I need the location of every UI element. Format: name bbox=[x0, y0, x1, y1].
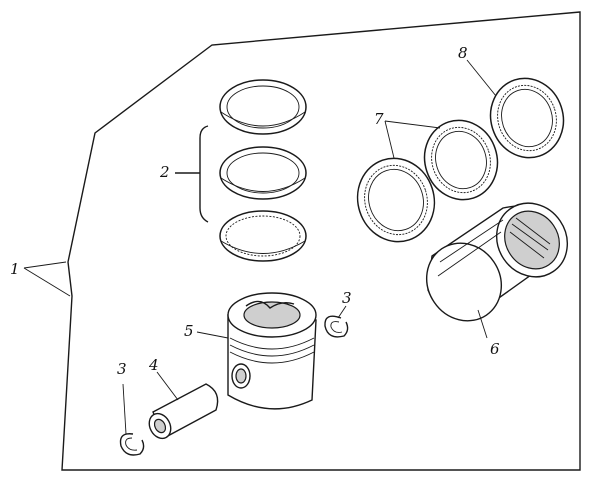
callout-piston-pin: 4 bbox=[148, 356, 159, 374]
leader-lines bbox=[23, 59, 497, 435]
callout-cylinder-liner: 6 bbox=[490, 340, 500, 358]
piston-rings-bracket bbox=[199, 125, 209, 223]
callout-circlip-left: 3 bbox=[117, 360, 127, 378]
piston-pin bbox=[148, 383, 219, 440]
circlip-left bbox=[119, 433, 145, 456]
callout-seal-ring: 7 bbox=[374, 110, 384, 128]
seal-ring-left bbox=[356, 157, 436, 243]
callout-piston: 5 bbox=[184, 322, 194, 340]
seal-ring-upper bbox=[489, 77, 565, 159]
piston bbox=[227, 292, 317, 410]
seal-ring-middle bbox=[423, 119, 499, 201]
piston-ring-middle bbox=[219, 146, 307, 200]
cylinder-liner bbox=[426, 202, 568, 322]
piston-ring-oil bbox=[219, 210, 307, 262]
callout-seal-ring-upper: 8 bbox=[458, 44, 468, 62]
callout-circlip-right: 3 bbox=[342, 289, 352, 307]
callout-kit: 1 bbox=[10, 260, 20, 278]
piston-ring-top bbox=[219, 79, 307, 135]
kit-outline bbox=[61, 11, 581, 471]
circlip-right bbox=[324, 315, 349, 338]
callout-piston-rings: 2 bbox=[159, 163, 170, 181]
